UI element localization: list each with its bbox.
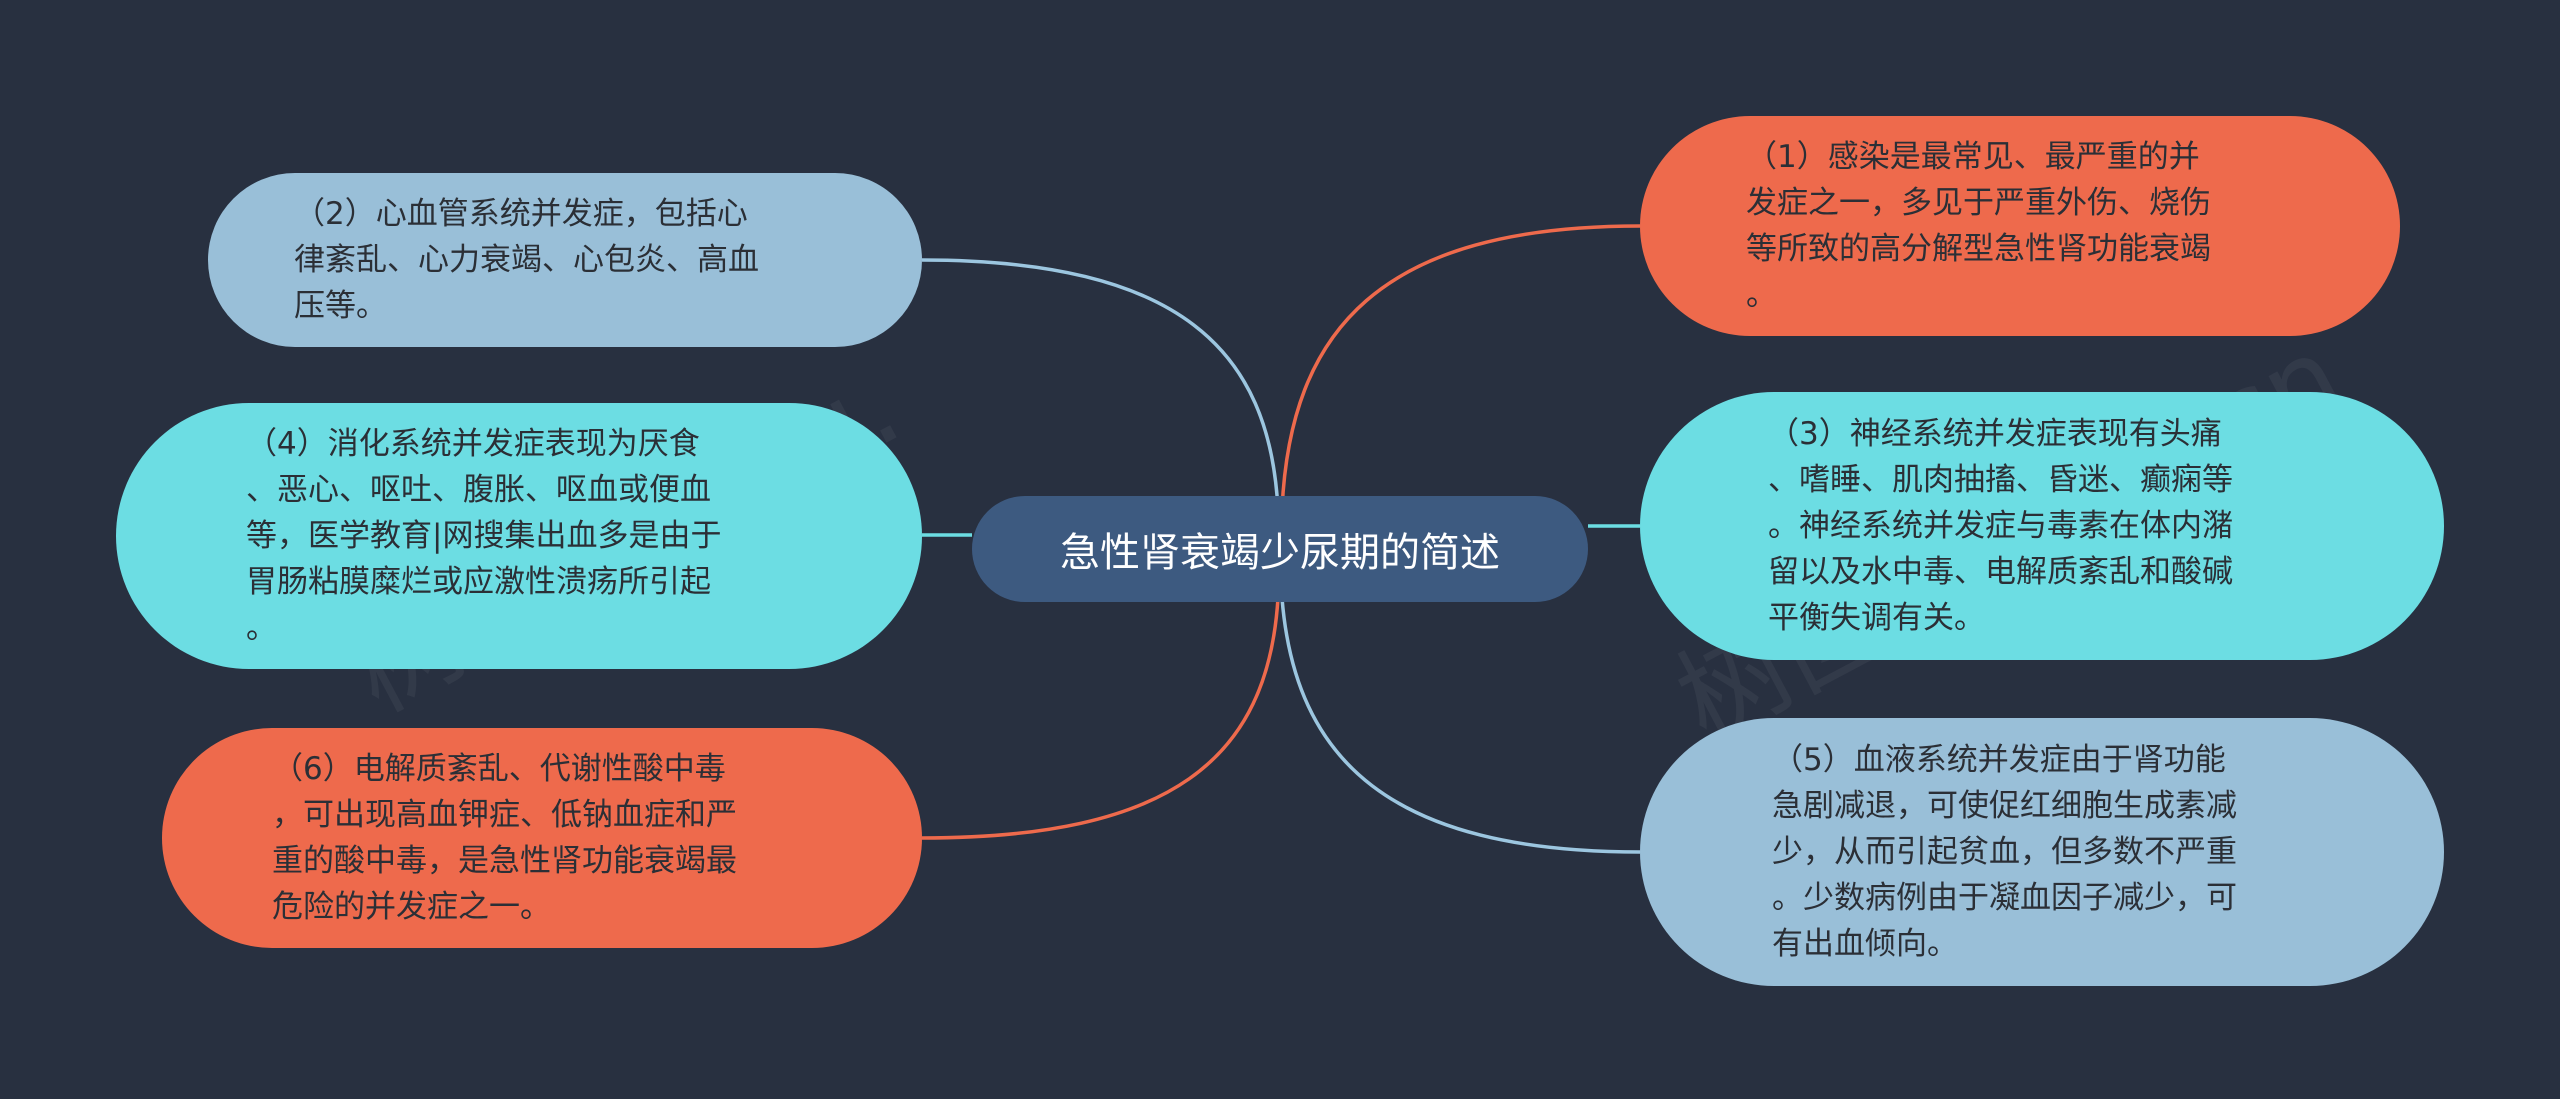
- central-topic-label: 急性肾衰竭少尿期的简述: [1060, 530, 1500, 576]
- topic-node-1-text: （1）感染是最常见、最严重的并 发症之一，多见于严重外伤、烧伤 等所致的高分解型…: [1746, 139, 2211, 313]
- central-topic[interactable]: 急性肾衰竭少尿期的简述: [972, 496, 1588, 602]
- topic-node-2-text: （2）心血管系统并发症，包括心 律紊乱、心力衰竭、心包炎、高血 压等。: [294, 196, 759, 324]
- connector-line-5: [1280, 597, 1641, 854]
- topic-node-5-blood[interactable]: （5）血液系统并发症由于肾功能 急剧减退，可使促红细胞生成素减 少，从而引起贫血…: [1640, 718, 2444, 986]
- topic-node-6-text: （6）电解质紊乱、代谢性酸中毒 ，可出现高血钾症、低钠血症和严 重的酸中毒，是急…: [272, 751, 737, 925]
- topic-node-5-text: （5）血液系统并发症由于肾功能 急剧减退，可使促红细胞生成素减 少，从而引起贫血…: [1772, 742, 2237, 962]
- topic-node-3-nervous[interactable]: （3）神经系统并发症表现有头痛 、嗜睡、肌肉抽搐、昏迷、癫痫等 。神经系统并发症…: [1640, 392, 2444, 660]
- connector-line-2: [921, 258, 1280, 511]
- topic-node-4-digestive[interactable]: （4）消化系统并发症表现为厌食 、恶心、呕吐、腹胀、呕血或便血 等，医学教育|网…: [116, 403, 922, 669]
- topic-node-2-cardiovascular[interactable]: （2）心血管系统并发症，包括心 律紊乱、心力衰竭、心包炎、高血 压等。: [208, 173, 922, 347]
- topic-node-3-text: （3）神经系统并发症表现有头痛 、嗜睡、肌肉抽搐、昏迷、癫痫等 。神经系统并发症…: [1768, 416, 2233, 636]
- connector-line-1: [1280, 224, 1641, 511]
- topic-node-4-text: （4）消化系统并发症表现为厌食 、恶心、呕吐、腹胀、呕血或便血 等，医学教育|网…: [246, 426, 722, 646]
- connector-line-6: [921, 597, 1280, 840]
- topic-node-1-infection[interactable]: （1）感染是最常见、最严重的并 发症之一，多见于严重外伤、烧伤 等所致的高分解型…: [1640, 116, 2400, 336]
- topic-node-6-electrolyte[interactable]: （6）电解质紊乱、代谢性酸中毒 ，可出现高血钾症、低钠血症和严 重的酸中毒，是急…: [162, 728, 922, 948]
